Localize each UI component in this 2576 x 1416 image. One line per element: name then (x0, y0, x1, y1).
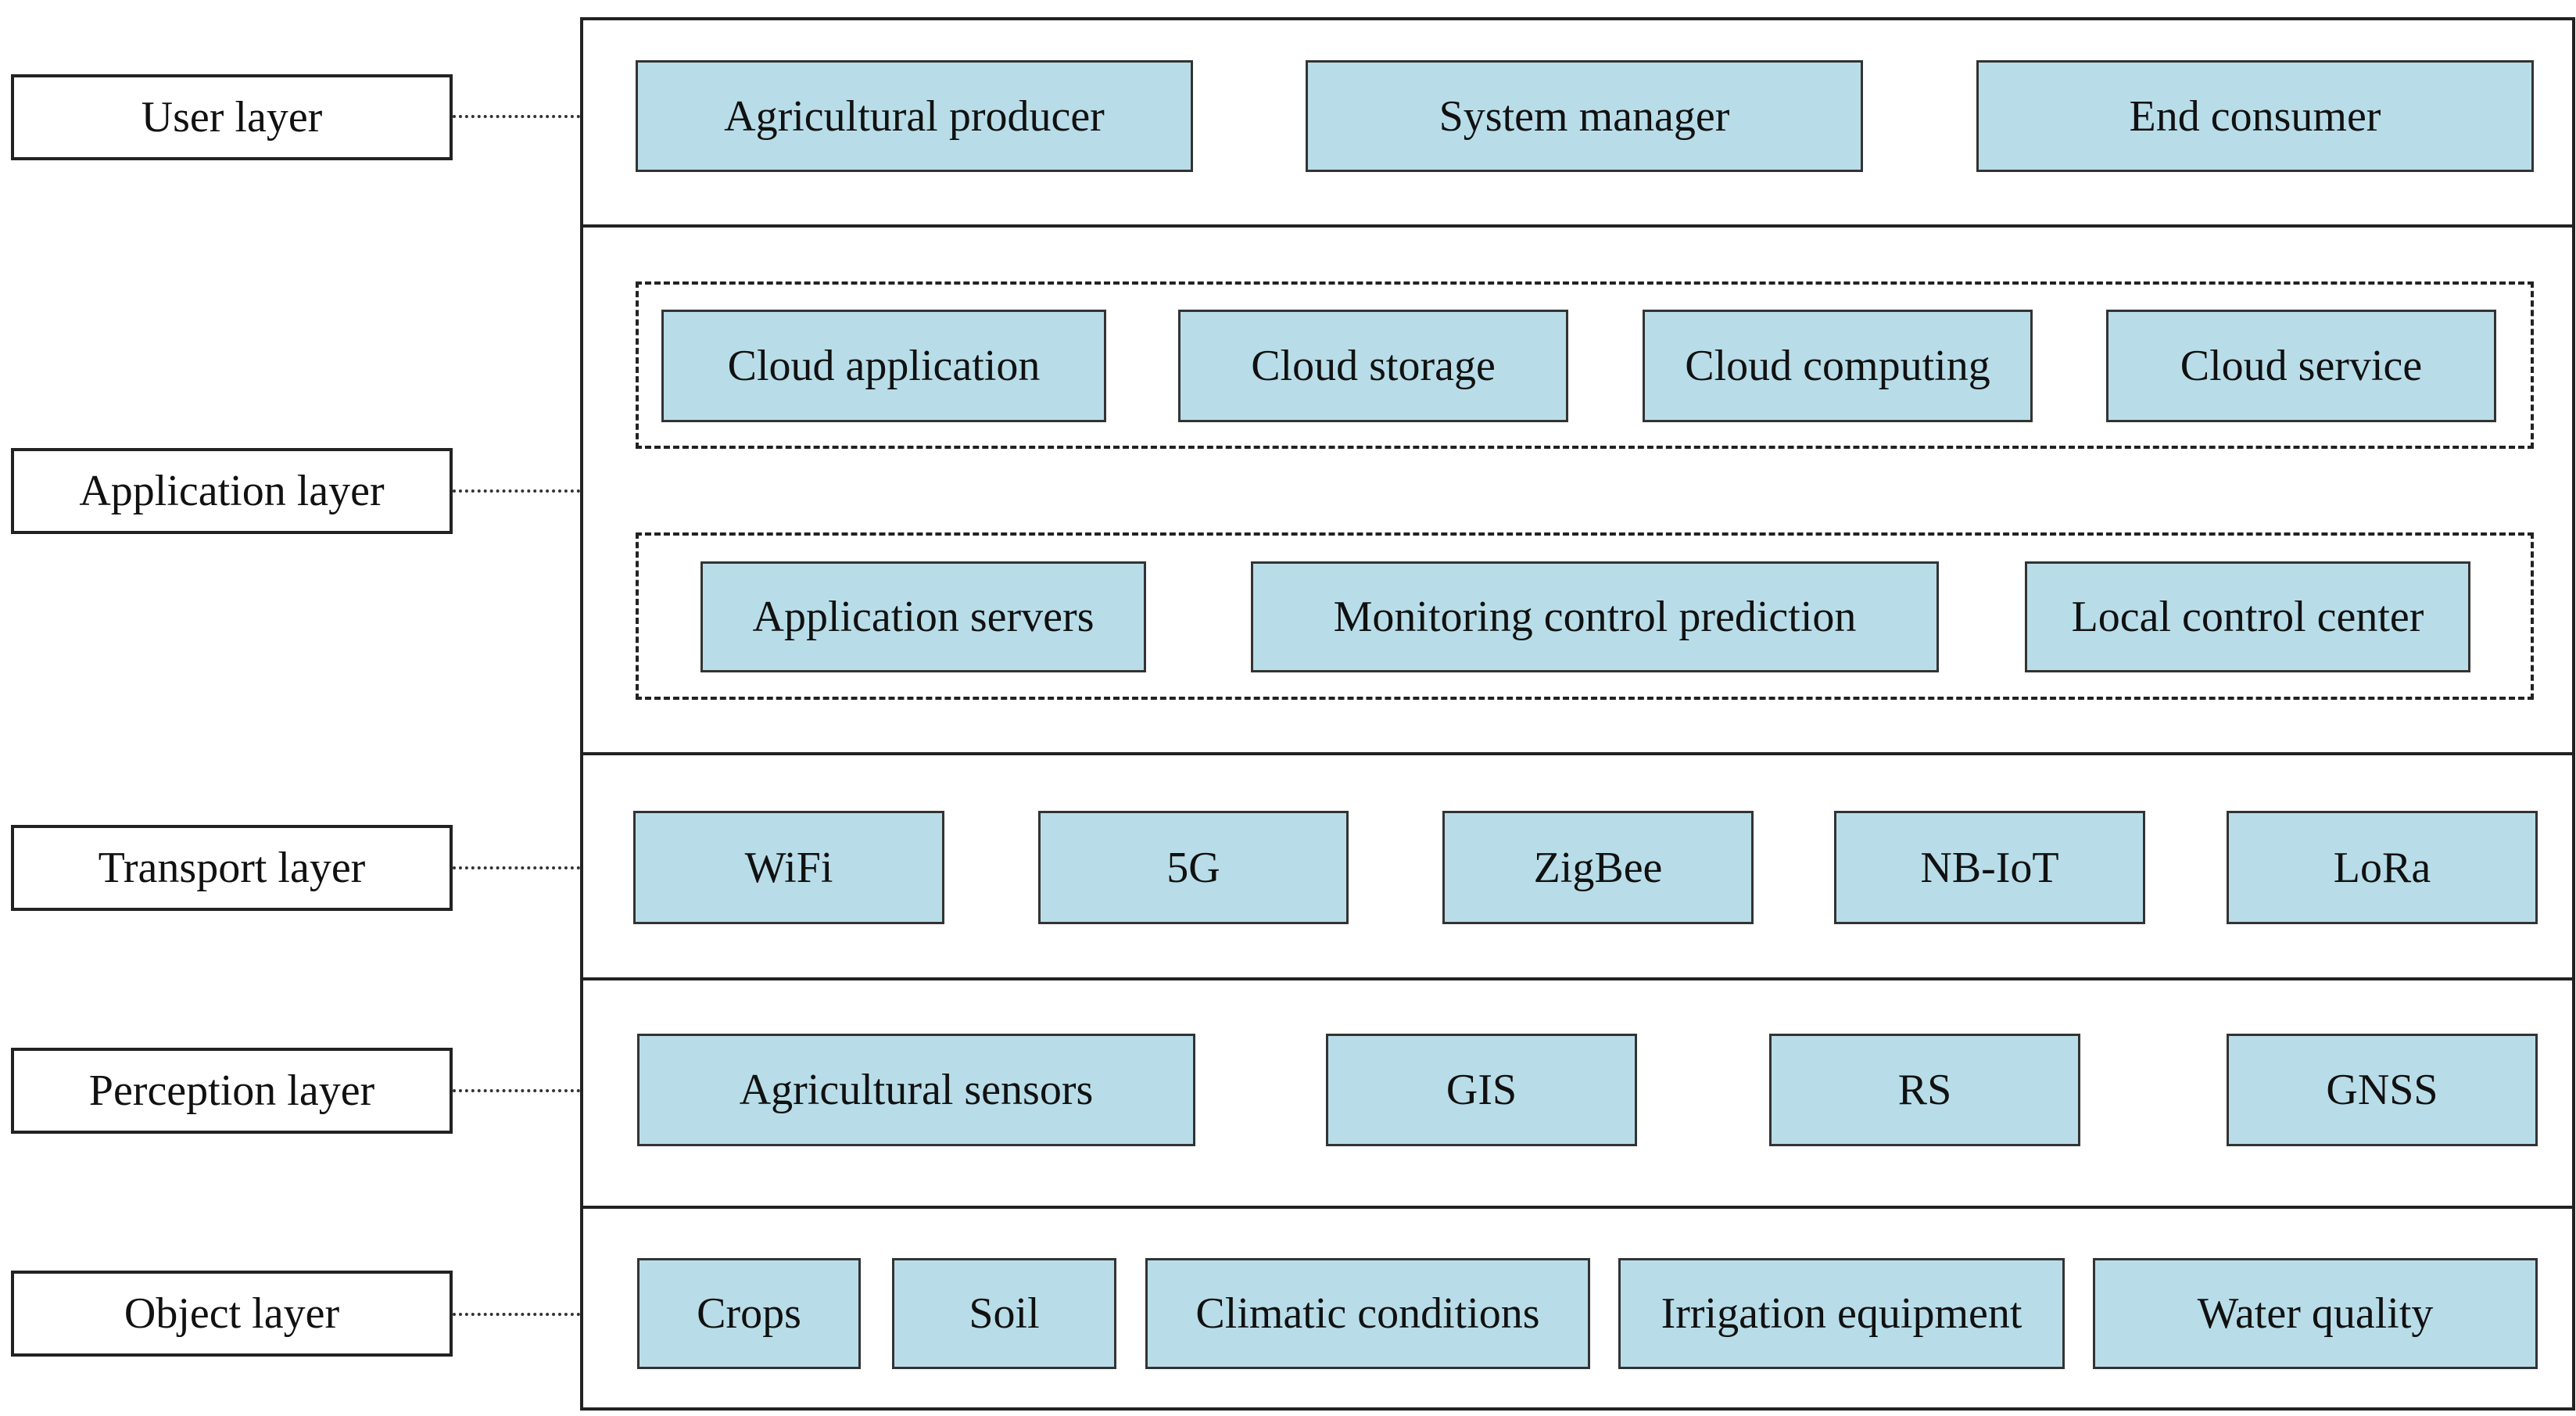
lora-node: LoRa (2227, 811, 2538, 924)
zigbee-node: ZigBee (1442, 811, 1754, 924)
perception-layer-connector (453, 1089, 580, 1092)
user-layer-connector (453, 115, 580, 118)
cloud-service-node: Cloud service (2106, 310, 2496, 422)
local-control-center-node: Local control center (2025, 561, 2470, 672)
crops-node: Crops (637, 1258, 861, 1369)
local-services-group (636, 532, 2534, 700)
agricultural-sensors-node: Agricultural sensors (637, 1034, 1195, 1146)
perception-layer-label: Perception layer (11, 1048, 453, 1134)
5g-node: 5G (1038, 811, 1349, 924)
gnss-node: GNSS (2227, 1034, 2538, 1146)
transport-layer-label: Transport layer (11, 825, 453, 911)
application-layer-label: Application layer (11, 448, 453, 534)
application-layer-connector (453, 489, 580, 493)
object-layer-label: Object layer (11, 1271, 453, 1357)
divider-transport-perception (580, 977, 2575, 980)
divider-application-transport (580, 752, 2575, 755)
cloud-computing-node: Cloud computing (1643, 310, 2033, 422)
soil-node: Soil (892, 1258, 1116, 1369)
agricultural-producer-node: Agricultural producer (636, 60, 1193, 172)
climatic-conditions-node: Climatic conditions (1145, 1258, 1590, 1369)
cloud-application-node: Cloud application (661, 310, 1106, 422)
divider-user-application (580, 224, 2575, 228)
transport-layer-connector (453, 866, 580, 869)
cloud-services-group (636, 281, 2534, 449)
cloud-storage-node: Cloud storage (1178, 310, 1568, 422)
application-servers-node: Application servers (700, 561, 1146, 672)
divider-perception-object (580, 1206, 2575, 1209)
nb-iot-node: NB-IoT (1834, 811, 2145, 924)
object-layer-connector (453, 1313, 580, 1316)
system-manager-node: System manager (1306, 60, 1863, 172)
architecture-frame (580, 17, 2575, 1411)
gis-node: GIS (1326, 1034, 1637, 1146)
rs-node: RS (1769, 1034, 2080, 1146)
irrigation-equipment-node: Irrigation equipment (1618, 1258, 2065, 1369)
water-quality-node: Water quality (2093, 1258, 2538, 1369)
end-consumer-node: End consumer (1976, 60, 2534, 172)
monitoring-control-prediction-node: Monitoring control prediction (1251, 561, 1939, 672)
user-layer-label: User layer (11, 74, 453, 160)
wifi-node: WiFi (633, 811, 944, 924)
